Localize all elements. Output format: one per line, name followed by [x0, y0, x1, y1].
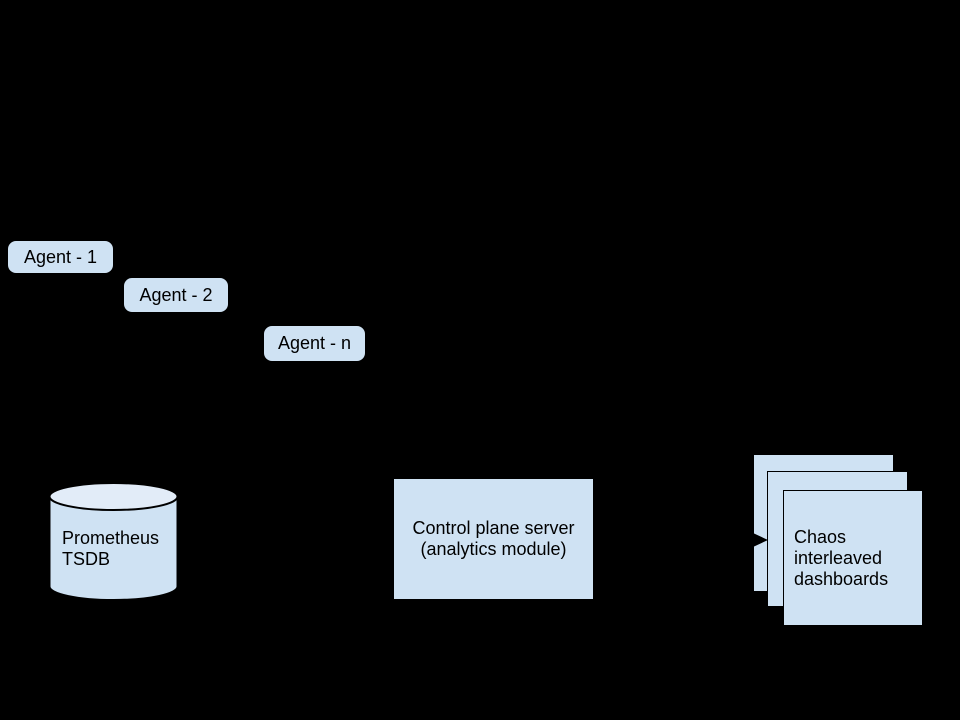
agent-n-label: Agent - n: [277, 333, 352, 353]
agent-1-label: Agent - 1: [23, 246, 98, 267]
agent-1-node: Agent - 1: [8, 241, 113, 273]
agent-n-node: Agent - n: [264, 326, 365, 361]
control-plane-server-label: Control plane server (analytics module): [412, 518, 575, 559]
dashboards-label: Chaos interleaved dashboards: [794, 526, 889, 589]
dashboard-card-front: Chaos interleaved dashboards: [783, 490, 923, 626]
agent-2-label: Agent - 2: [139, 284, 213, 305]
agent-2-node: Agent - 2: [124, 278, 228, 312]
prometheus-tsdb-label: Prometheus TSDB: [62, 528, 160, 569]
arrow-right-icon: [753, 533, 768, 547]
control-plane-server-node: Control plane server (analytics module): [394, 479, 593, 599]
prometheus-tsdb-node: [48, 481, 179, 602]
database-cylinder-icon: [48, 482, 179, 601]
